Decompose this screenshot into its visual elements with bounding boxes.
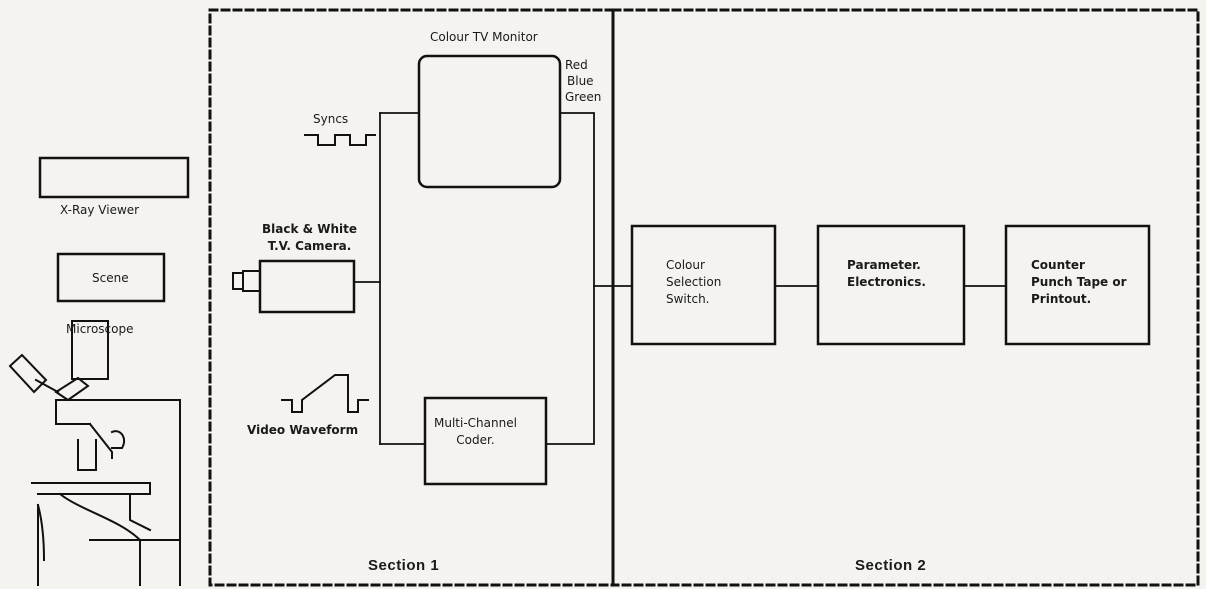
counter-label: Counter Punch Tape or Printout.: [1031, 257, 1127, 308]
camera-label: Black & White T.V. Camera.: [262, 221, 357, 255]
microscope-drawing: [8, 320, 181, 586]
colour-switch-line1: Colour: [666, 258, 705, 272]
camera-label-line2: T.V. Camera.: [267, 239, 352, 253]
counter-line1: Counter: [1031, 258, 1085, 272]
line-monitor-out: [545, 112, 595, 445]
parameter-box: [816, 224, 966, 346]
syncs-waveform: [304, 134, 376, 146]
xray-viewer-label: X-Ray Viewer: [60, 203, 140, 217]
counter-box: [1004, 224, 1151, 346]
rgb-green: Green: [565, 90, 602, 104]
camera-lens-tip: [232, 272, 244, 290]
colour-tv-monitor-label: Colour TV Monitor: [430, 30, 538, 44]
colour-switch-label: Colour Selection Switch.: [666, 257, 721, 308]
colour-switch-line2: Selection: [666, 275, 722, 289]
scene-box: [56, 252, 166, 303]
coder-label: Multi-Channel Coder.: [434, 415, 517, 449]
rgb-red: Red: [565, 58, 588, 72]
rgb-labels: Red Blue Green: [565, 57, 601, 105]
section1-border: [208, 8, 615, 587]
scene-label: Scene: [92, 271, 129, 285]
rgb-blue: Blue: [567, 74, 594, 88]
microscope-label: Microscope: [66, 322, 134, 336]
syncs-label: Syncs: [313, 112, 349, 126]
video-waveform-label: Video Waveform: [247, 423, 359, 437]
parameter-line2: Electronics.: [847, 275, 926, 289]
coder-box: [423, 396, 548, 486]
counter-line3: Printout.: [1031, 292, 1092, 306]
camera-label-line1: Black & White: [262, 222, 358, 236]
coder-label-line2: Coder.: [456, 433, 495, 447]
camera-body: [258, 259, 356, 314]
xray-viewer-box: [38, 156, 190, 199]
monitor-box: [417, 54, 562, 189]
section2-border: [611, 8, 1200, 587]
coder-label-line1: Multi-Channel: [434, 416, 517, 430]
section2-title: Section 2: [855, 557, 927, 574]
colour-switch-box: [630, 224, 777, 346]
video-waveform: [281, 374, 369, 413]
colour-switch-line3: Switch.: [666, 292, 710, 306]
parameter-line1: Parameter.: [847, 258, 921, 272]
counter-line2: Punch Tape or: [1031, 275, 1127, 289]
parameter-label: Parameter. Electronics.: [847, 257, 926, 291]
camera-lens: [242, 270, 261, 292]
section1-title: Section 1: [368, 557, 440, 574]
